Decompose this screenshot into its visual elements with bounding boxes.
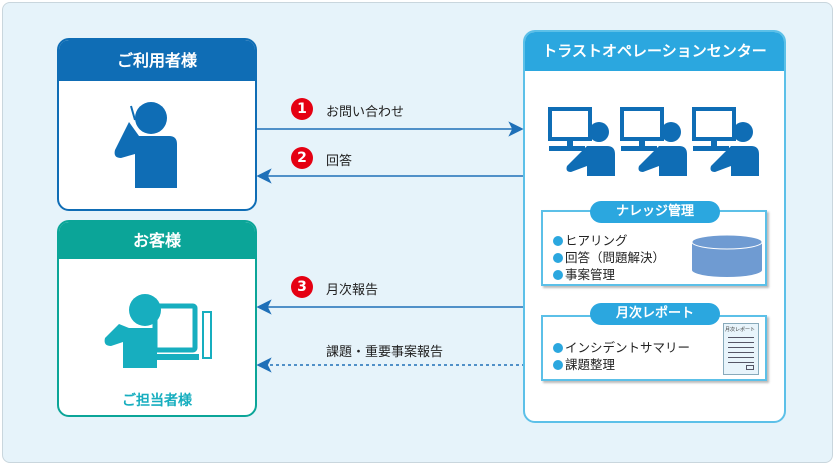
answer-label: 回答 [326, 154, 353, 169]
knowledge-title: ナレッジ管理 [590, 201, 720, 223]
operators-icon [548, 107, 761, 178]
report-document-icon: 月次レポート [723, 323, 759, 375]
knowledge-item: 事案管理 [553, 266, 665, 283]
customer-box: お客様 ご担当者様 [57, 220, 257, 417]
staff-computer-icon [104, 294, 212, 368]
user-box: ご利用者様 [57, 38, 257, 211]
database-icon [691, 234, 763, 277]
customer-title: お客様 [59, 222, 255, 259]
report-item: 課題整理 [553, 356, 690, 373]
knowledge-item: 回答（問題解決） [553, 249, 665, 266]
step-1-marker: 1 [291, 98, 313, 120]
center-title: トラストオペレーションセンター [525, 32, 784, 71]
person-phone-icon [114, 102, 177, 188]
report-item: インシデントサマリー [553, 339, 690, 356]
user-title: ご利用者様 [59, 40, 255, 81]
report-title: 月次レポート [590, 303, 720, 325]
inquiry-label: お問い合わせ [326, 105, 405, 120]
monthly-label: 月次報告 [326, 283, 379, 298]
issue-report-label: 課題・重要事案報告 [326, 345, 444, 360]
report-box: インシデントサマリー 課題整理 月次レポート [541, 315, 767, 381]
step-2-marker: 2 [291, 147, 313, 169]
customer-caption: ご担当者様 [122, 393, 192, 409]
knowledge-item: ヒアリング [553, 232, 665, 249]
step-3-marker: 3 [291, 276, 313, 298]
